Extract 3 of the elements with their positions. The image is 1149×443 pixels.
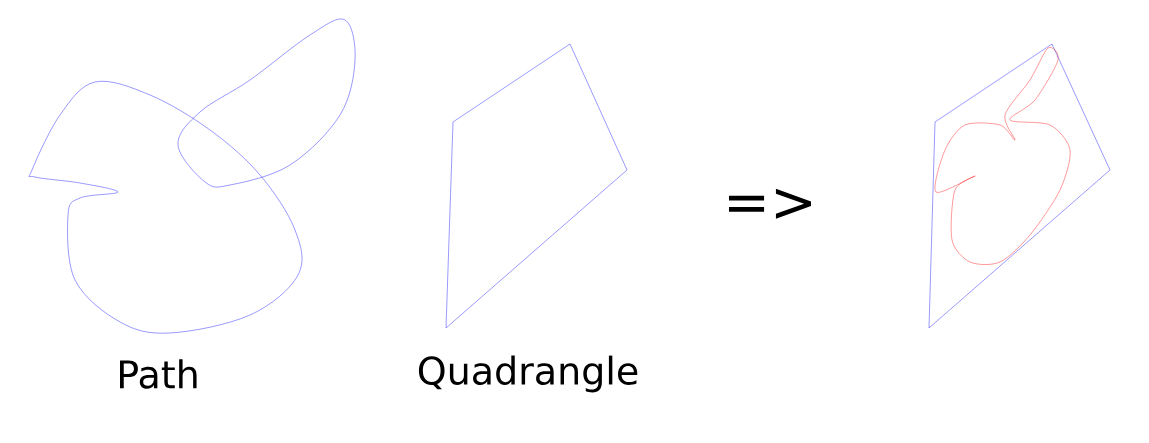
caption-label: Quadrangle bbox=[418, 355, 638, 393]
caption-label: Path bbox=[120, 359, 197, 389]
caption-label: => bbox=[729, 188, 811, 219]
